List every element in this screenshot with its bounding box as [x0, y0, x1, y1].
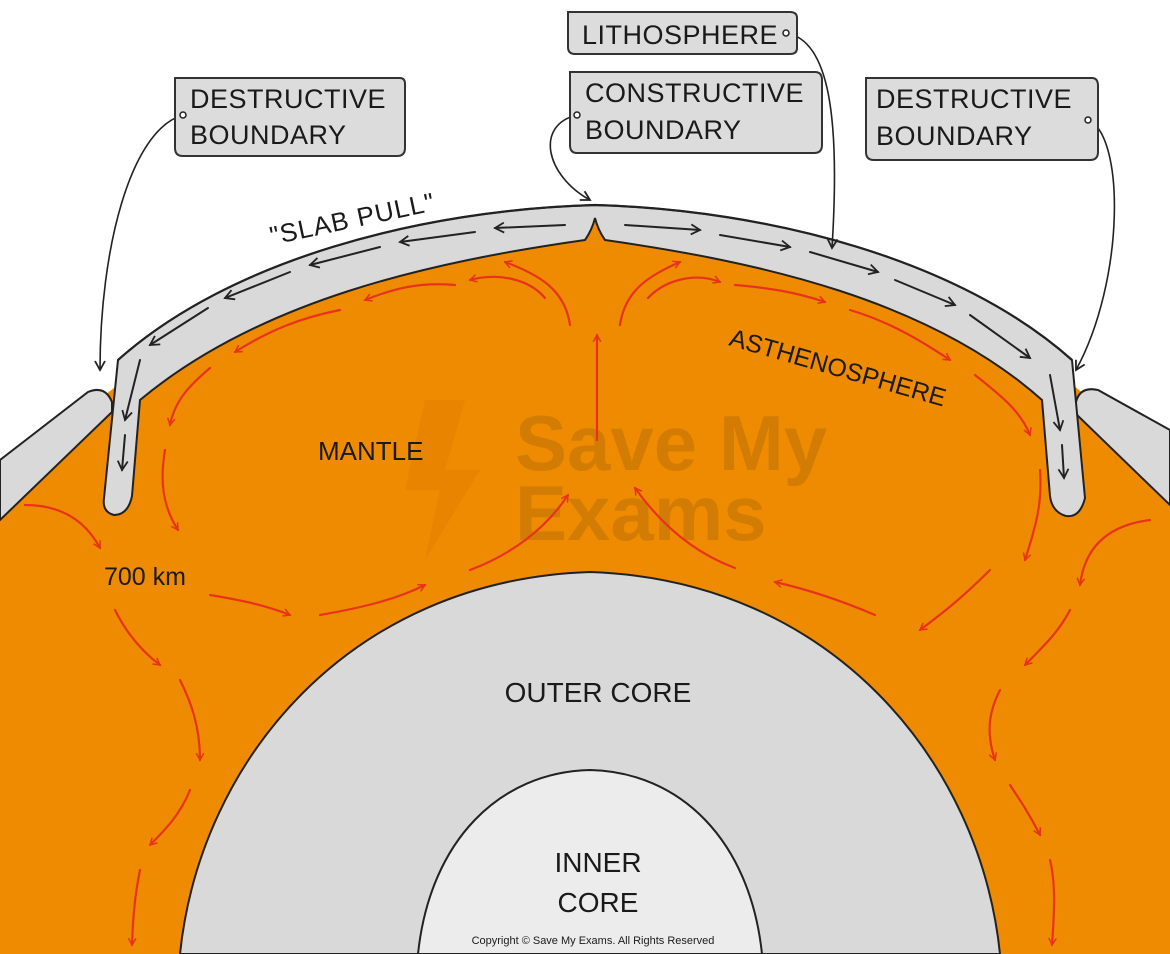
inner-core-label-line1: INNER — [554, 847, 641, 878]
label-tag-constructive: CONSTRUCTIVE BOUNDARY — [570, 72, 822, 153]
copyright-text: Copyright © Save My Exams. All Rights Re… — [472, 935, 715, 947]
constructive-line1: CONSTRUCTIVE — [585, 78, 804, 108]
label-tag-destructive-left: DESTRUCTIVE BOUNDARY — [175, 78, 405, 156]
destructive-right-line2: BOUNDARY — [876, 121, 1033, 151]
mantle-label: MANTLE — [318, 436, 423, 466]
destructive-right-line1: DESTRUCTIVE — [876, 84, 1072, 114]
label-tag-lithosphere: LITHOSPHERE — [568, 12, 797, 54]
watermark-line2: Exams — [515, 469, 767, 557]
inner-core-label-line2: CORE — [558, 887, 639, 918]
destructive-left-line2: BOUNDARY — [190, 120, 347, 150]
depth-label: 700 km — [104, 563, 186, 591]
constructive-line2: BOUNDARY — [585, 115, 742, 145]
label-tag-destructive-right: DESTRUCTIVE BOUNDARY — [866, 78, 1098, 160]
outer-core-label: OUTER CORE — [505, 677, 692, 708]
lithosphere-label: LITHOSPHERE — [582, 20, 778, 50]
destructive-left-line1: DESTRUCTIVE — [190, 84, 386, 114]
